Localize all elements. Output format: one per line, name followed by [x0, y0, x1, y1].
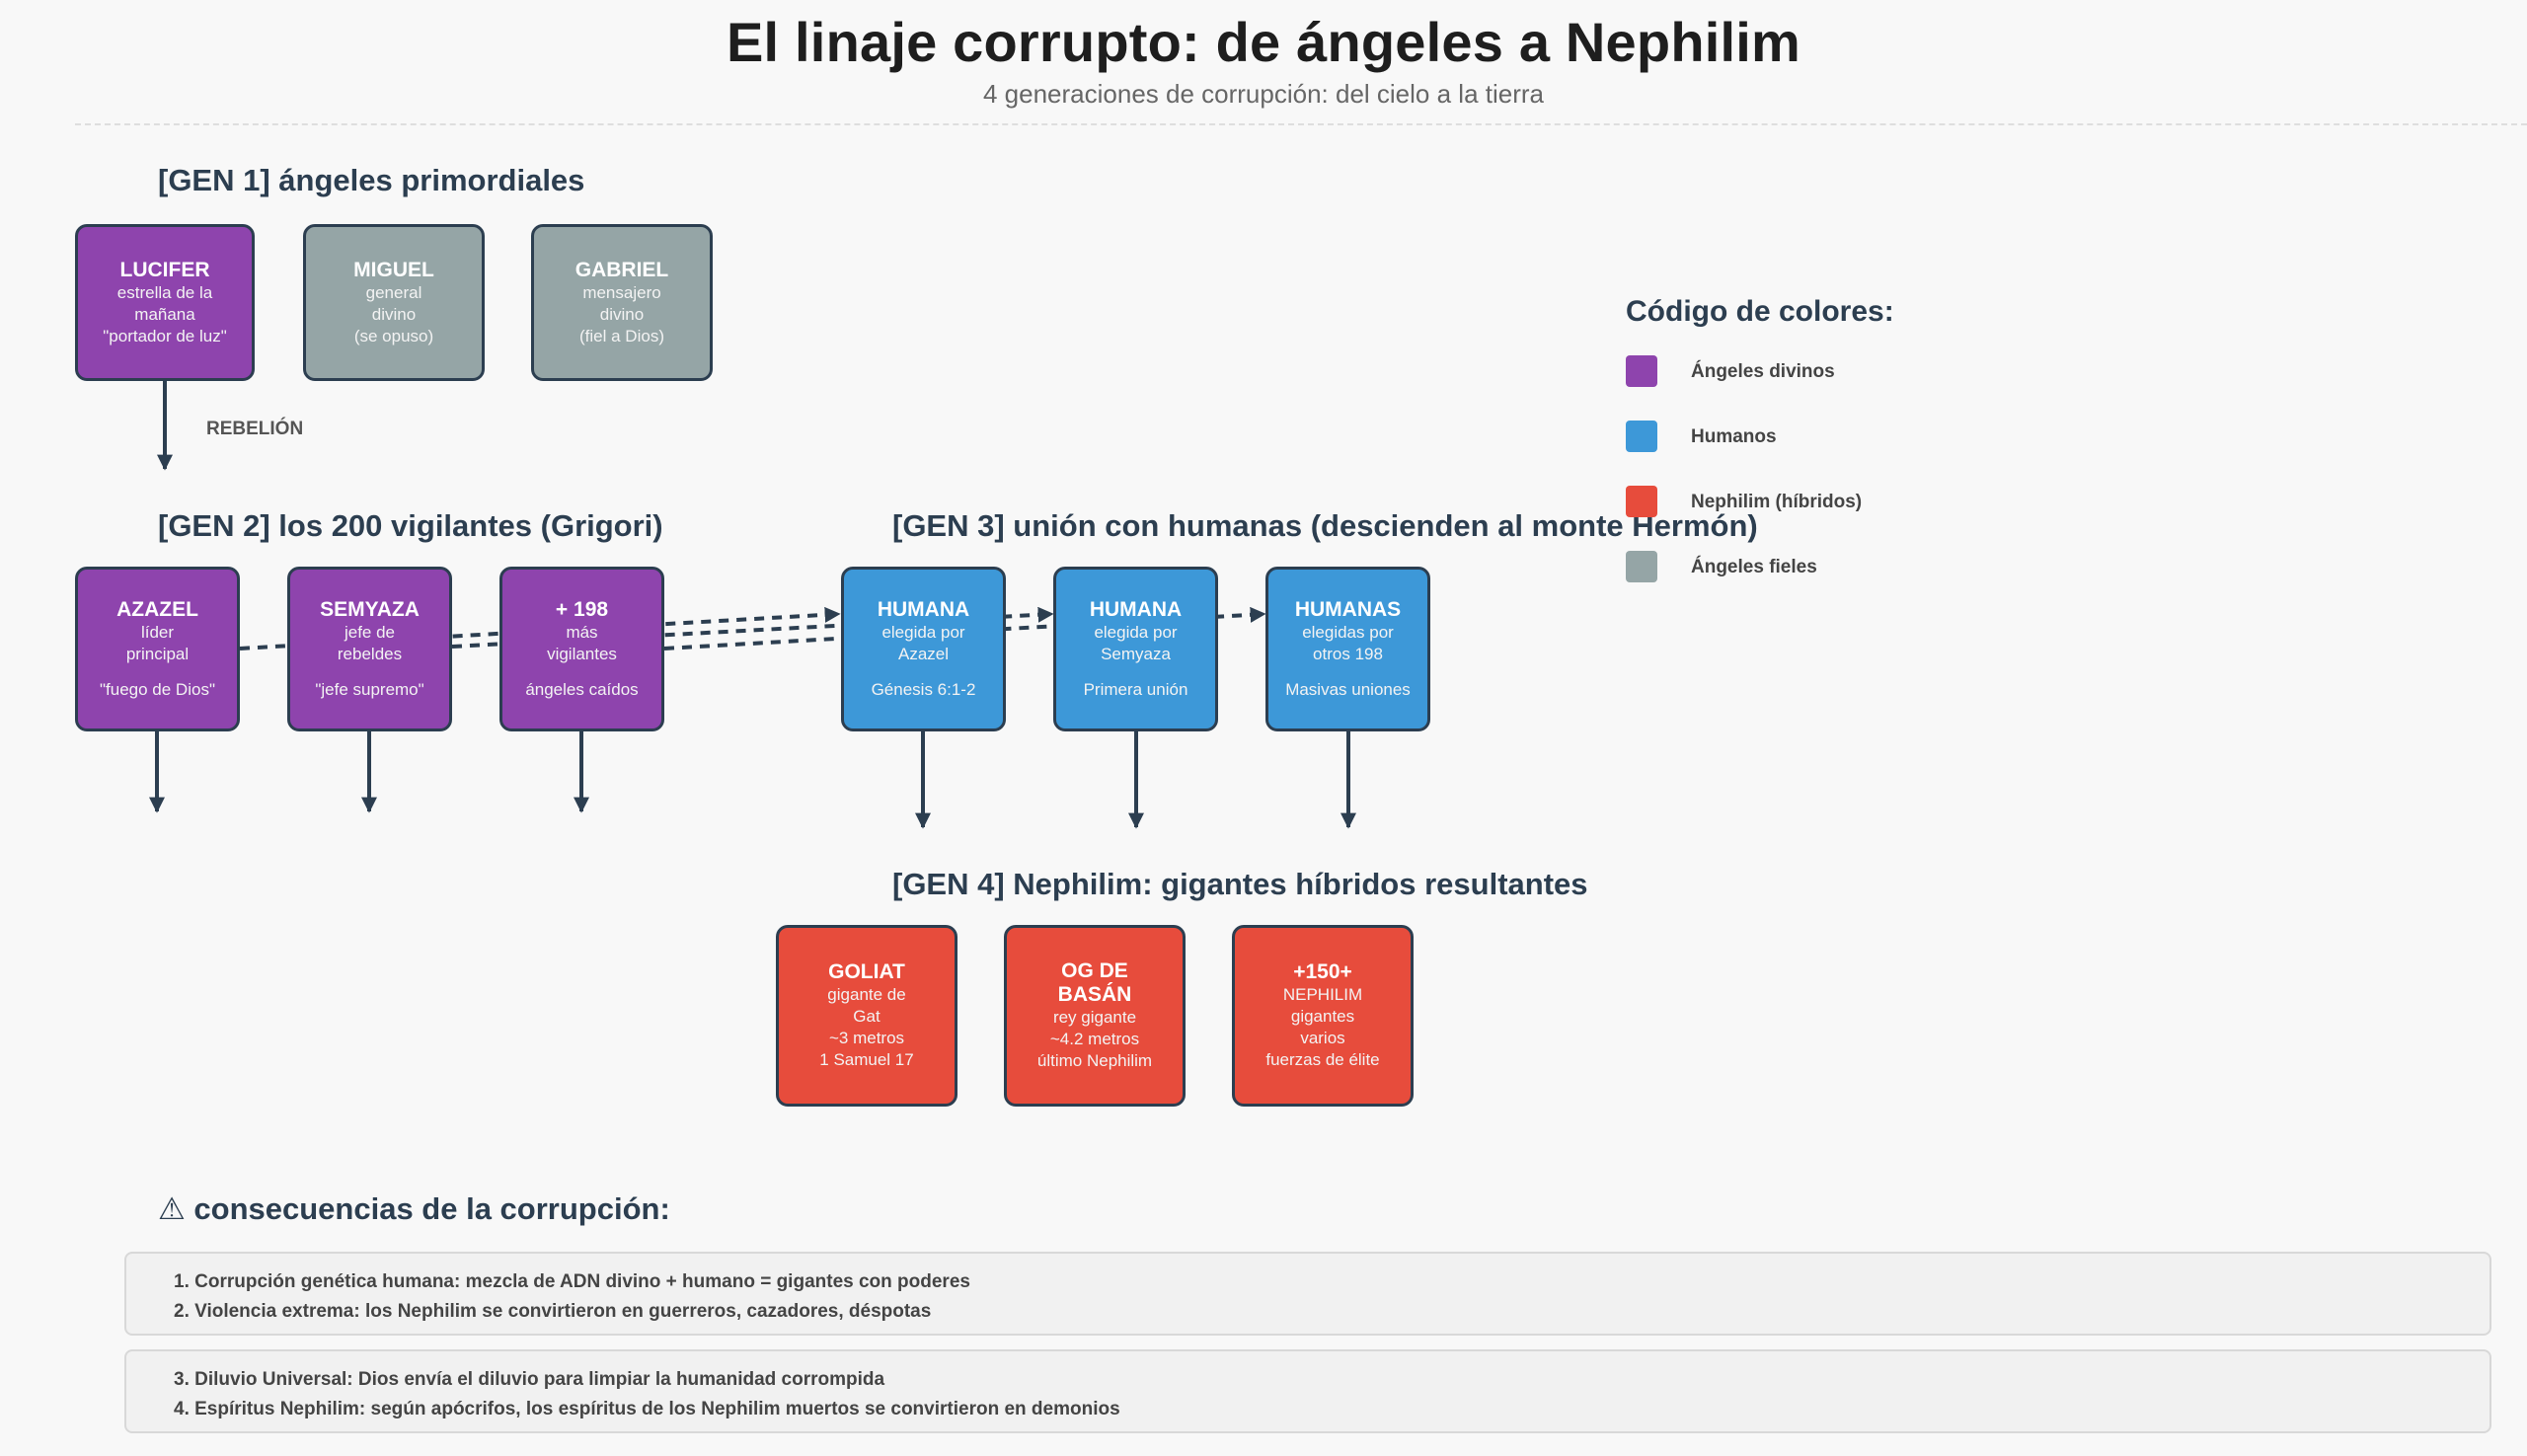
- box-line: Génesis 6:1-2: [871, 679, 976, 699]
- box-198-vigilantes: + 198 más vigilantes ángeles caídos: [499, 567, 664, 731]
- box-line: Masivas uniones: [1285, 679, 1411, 699]
- legend-swatch-gray: [1626, 551, 1657, 582]
- box-line: NEPHILIM: [1282, 985, 1363, 1004]
- box-line: Gat: [853, 1007, 881, 1026]
- box-name: HUMANAS: [1294, 597, 1402, 621]
- box-line: fuerzas de élite: [1265, 1050, 1380, 1069]
- box-name: HUMANA: [1089, 597, 1183, 621]
- box-goliat: GOLIAT gigante de Gat ~3 metros 1 Samuel…: [776, 925, 957, 1107]
- box-line: divino: [371, 304, 417, 324]
- box-line: rebeldes: [337, 644, 403, 663]
- gen1-heading: [GEN 1] ángeles primordiales: [158, 163, 585, 197]
- box-name: HUMANA: [877, 597, 970, 621]
- legend-swatch-purple: [1626, 355, 1657, 387]
- box-line: último Nephilim: [1036, 1051, 1153, 1070]
- consequences-panel-2: 3. Diluvio Universal: Dios envía el dilu…: [124, 1349, 2491, 1433]
- box-line: gigantes: [1290, 1007, 1355, 1026]
- box-line: Azazel: [897, 644, 950, 663]
- box-miguel: MIGUEL general divino (se opuso): [303, 224, 485, 381]
- box-line: Semyaza: [1101, 644, 1171, 663]
- box-line: estrella de la: [116, 282, 213, 302]
- consequence-item: 3. Diluvio Universal: Dios envía el dilu…: [174, 1369, 885, 1390]
- box-name: SEMYAZA: [320, 597, 420, 621]
- consequences-panel-1: 1. Corrupción genética humana: mezcla de…: [124, 1252, 2491, 1336]
- box-line: "jefe supremo": [315, 679, 424, 699]
- consequence-item: 4. Espíritus Nephilim: según apócrifos, …: [174, 1399, 1120, 1419]
- box-azazel: AZAZEL líder principal "fuego de Dios": [75, 567, 240, 731]
- consequences-heading: ⚠ consecuencias de la corrupción:: [158, 1191, 670, 1226]
- box-line: "portador de luz": [103, 326, 227, 345]
- box-humana-semyaza: HUMANA elegida por Semyaza Primera unión: [1053, 567, 1218, 731]
- legend-label: Nephilim (híbridos): [1691, 492, 1863, 512]
- title-divider: [75, 123, 2527, 125]
- box-line: otros 198: [1313, 644, 1383, 663]
- box-line: (fiel a Dios): [579, 326, 664, 345]
- box-name: LUCIFER: [119, 258, 210, 281]
- box-line: jefe de: [344, 622, 396, 642]
- gen2-heading: [GEN 2] los 200 vigilantes (Grigori): [158, 508, 663, 543]
- box-line: mañana: [134, 304, 195, 324]
- legend-swatch-red: [1626, 486, 1657, 517]
- box-line: (se opuso): [353, 326, 434, 345]
- box-name: MIGUEL: [353, 258, 434, 281]
- box-humana-azazel: HUMANA elegida por Azazel Génesis 6:1-2: [841, 567, 1006, 731]
- box-line: ~4.2 metros: [1049, 1030, 1140, 1048]
- consequence-item: 1. Corrupción genética humana: mezcla de…: [174, 1271, 970, 1292]
- box-line: más: [566, 622, 598, 642]
- box-line: ~3 metros: [828, 1029, 905, 1047]
- box-line: gigante de: [827, 985, 906, 1004]
- box-line: varios: [1300, 1029, 1345, 1047]
- box-line: elegida por: [1094, 622, 1178, 642]
- box-humanas-otros: HUMANAS elegidas por otros 198 Masivas u…: [1265, 567, 1430, 731]
- box-line: general: [365, 282, 422, 302]
- box-name: GOLIAT: [828, 960, 905, 983]
- diagram-subtitle: 4 generaciones de corrupción: del cielo …: [982, 79, 1544, 109]
- legend-label: Ángeles fieles: [1691, 557, 1817, 577]
- box-lucifer: LUCIFER estrella de la mañana "portador …: [75, 224, 255, 381]
- box-line: mensajero: [582, 282, 661, 302]
- box-gabriel: GABRIEL mensajero divino (fiel a Dios): [531, 224, 713, 381]
- box-line: elegidas por: [1302, 622, 1394, 642]
- gen3-heading: [GEN 3] unión con humanas (descienden al…: [892, 508, 1758, 543]
- box-semyaza: SEMYAZA jefe de rebeldes "jefe supremo": [287, 567, 452, 731]
- box-line: divino: [599, 304, 645, 324]
- box-line: elegida por: [881, 622, 965, 642]
- box-line: vigilantes: [547, 644, 617, 663]
- box-og-de-basan: OG DE BASÁN rey gigante ~4.2 metros últi…: [1004, 925, 1186, 1107]
- box-line: líder: [140, 622, 175, 642]
- diagram-title: El linaje corrupto: de ángeles a Nephili…: [726, 11, 1800, 73]
- box-name: + 198: [555, 597, 609, 621]
- legend-label: Humanos: [1691, 426, 1777, 447]
- box-line: rey gigante: [1052, 1008, 1137, 1027]
- box-150-nephilim: +150+ NEPHILIM gigantes varios fuerzas d…: [1232, 925, 1414, 1107]
- gen4-heading: [GEN 4] Nephilim: gigantes híbridos resu…: [892, 867, 1588, 901]
- legend-title: Código de colores:: [1626, 295, 1894, 328]
- box-line: principal: [125, 644, 190, 663]
- box-line: ángeles caídos: [525, 679, 639, 699]
- rebellion-label: REBELIÓN: [206, 419, 304, 439]
- box-line: "fuego de Dios": [100, 679, 215, 699]
- box-line: 1 Samuel 17: [819, 1050, 914, 1069]
- consequence-item: 2. Violencia extrema: los Nephilim se co…: [174, 1301, 932, 1322]
- box-name: GABRIEL: [574, 258, 669, 281]
- union-arrow-azazel: [239, 606, 841, 651]
- box-name: AZAZEL: [116, 597, 198, 621]
- box-name: OG DE BASÁN: [1057, 959, 1132, 1006]
- legend-swatch-blue: [1626, 421, 1657, 452]
- legend-label: Ángeles divinos: [1691, 361, 1835, 382]
- box-line: Primera unión: [1083, 679, 1188, 699]
- box-name: +150+: [1293, 960, 1352, 983]
